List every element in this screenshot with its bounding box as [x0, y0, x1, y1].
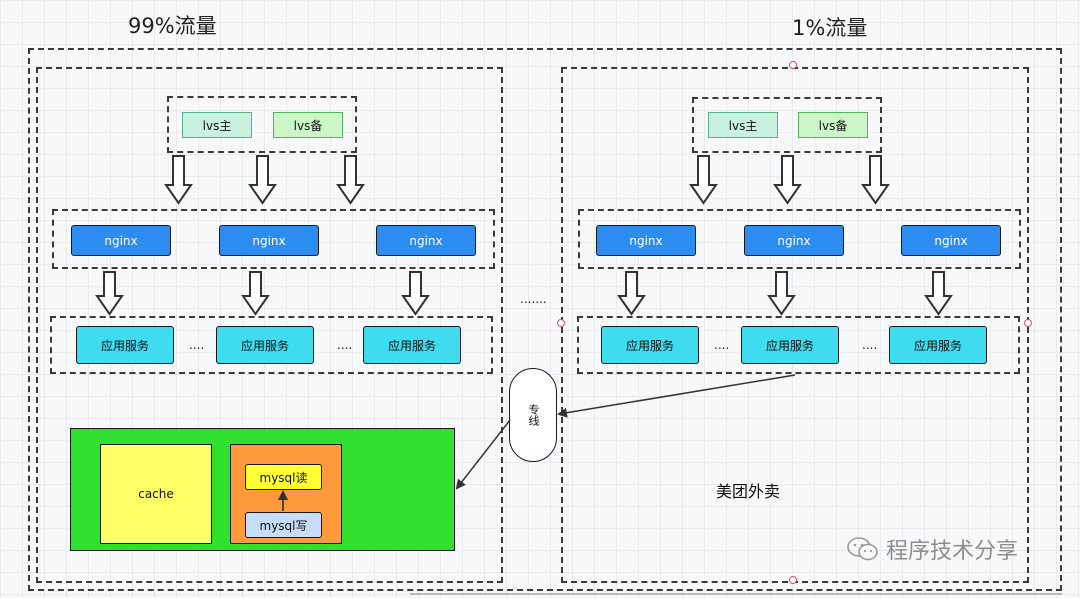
right-nginx-to-app-arrows [617, 271, 953, 316]
cache-box: cache [100, 444, 212, 544]
arrow-dedicated-line-to-storage [455, 419, 511, 490]
right-app-service-2: 应用服务 [741, 326, 839, 364]
hollow-arrow [248, 155, 277, 205]
left-nginx-2: nginx [219, 225, 319, 256]
left-app-service-2: 应用服务 [216, 326, 314, 364]
dedicated-line-label: 专线 [527, 404, 540, 426]
right-ellipsis-1: .... [714, 338, 730, 352]
right-app-service-3: 应用服务 [889, 326, 987, 364]
connection-node [1024, 319, 1032, 327]
outer-container [28, 48, 1062, 591]
left-nginx-group [52, 209, 495, 269]
hollow-arrow [767, 271, 796, 316]
right-lvs-backup: lvs备 [798, 112, 868, 138]
left-lvs-master: lvs主 [182, 112, 252, 138]
left-nginx-3: nginx [376, 225, 476, 256]
right-ellipsis-2: .... [862, 338, 878, 352]
left-ellipsis-2: .... [337, 338, 353, 352]
arrow-apps-to-dedicated-line [557, 374, 796, 418]
right-app-service-1: 应用服务 [601, 326, 699, 364]
hollow-arrow [861, 155, 890, 205]
hollow-arrow [164, 155, 193, 205]
mysql-write-box: mysql写 [245, 512, 322, 538]
dedicated-line-node: 专线 [509, 368, 557, 462]
right-nginx-2: nginx [744, 225, 844, 256]
left-nginx-1: nginx [71, 225, 171, 256]
right-nginx-1: nginx [596, 225, 696, 256]
left-lvs-backup: lvs备 [273, 112, 343, 138]
hollow-arrow [773, 155, 802, 205]
hollow-arrow [336, 155, 365, 205]
watermark: 程序技术分享 [846, 533, 1018, 565]
left-ellipsis-1: .... [189, 338, 205, 352]
connection-node [789, 61, 797, 69]
hollow-arrow [95, 271, 124, 316]
right-nginx-group [578, 209, 1021, 269]
hollow-arrow [617, 271, 646, 316]
right-region-label: 美团外卖 [716, 482, 781, 501]
connection-node [789, 576, 797, 584]
right-app-group [577, 316, 1020, 374]
left-app-service-1: 应用服务 [76, 326, 174, 364]
hollow-arrow [689, 155, 718, 205]
left-app-service-3: 应用服务 [363, 326, 461, 364]
hollow-arrow [401, 271, 430, 316]
left-nginx-to-app-arrows [95, 271, 430, 316]
left-app-group [50, 316, 493, 374]
left-lvs-group [167, 96, 357, 153]
connection-node [557, 319, 565, 327]
left-title: 99%流量 [128, 14, 217, 38]
right-nginx-3: nginx [901, 225, 1001, 256]
wechat-icon [847, 537, 878, 561]
watermark-text: 程序技术分享 [886, 539, 1019, 564]
left-region [36, 67, 503, 583]
right-title: 1%流量 [792, 16, 868, 40]
hollow-arrow [924, 271, 953, 316]
hollow-arrow [241, 271, 270, 316]
middle-ellipsis: ....... [520, 292, 547, 306]
right-lvs-group [692, 97, 882, 153]
right-lvs-master: lvs主 [708, 112, 778, 138]
mysql-read-box: mysql读 [245, 464, 322, 490]
right-lvs-to-nginx-arrows [689, 155, 890, 205]
left-lvs-to-nginx-arrows [164, 155, 365, 205]
